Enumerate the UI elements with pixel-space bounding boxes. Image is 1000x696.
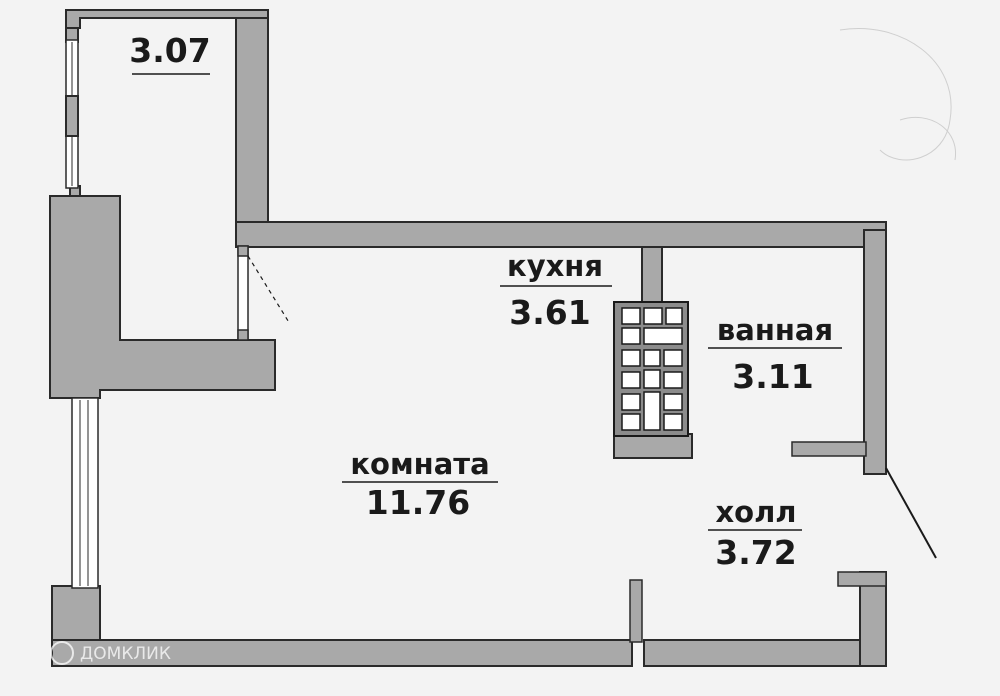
right-wall-cap xyxy=(837,571,887,587)
room-window xyxy=(71,397,99,589)
room-name: комната xyxy=(350,447,489,481)
right-wall-upper xyxy=(863,229,887,475)
watermark-logo-icon xyxy=(50,641,74,665)
watermark: ДОМКЛИК xyxy=(50,641,171,665)
bathroom-name: ванная xyxy=(717,313,833,347)
hall-name: холл xyxy=(715,495,796,529)
room-label: комната 11.76 xyxy=(342,447,498,522)
balcony-area: 3.07 xyxy=(129,31,210,70)
balcony-right-wall xyxy=(235,17,269,231)
walls xyxy=(49,9,887,667)
kitchen-label: кухня 3.61 xyxy=(500,249,612,332)
bath-bottom-right xyxy=(791,441,867,457)
bathroom-label: ванная 3.11 xyxy=(708,313,842,396)
left-pier xyxy=(49,195,276,399)
entrance-door xyxy=(885,467,937,559)
bath-left-wall xyxy=(641,246,663,308)
kitchen-stove-unit xyxy=(613,301,689,437)
hall-area: 3.72 xyxy=(715,533,796,572)
hall-label: холл 3.72 xyxy=(708,495,802,572)
kitchen-area: 3.61 xyxy=(509,293,590,332)
right-wall-lower xyxy=(859,571,887,667)
room-area: 11.76 xyxy=(366,483,470,522)
bathroom-area: 3.11 xyxy=(732,357,813,396)
hall-stub-left xyxy=(629,579,643,643)
bath-bottom-left xyxy=(613,433,693,459)
balcony-window xyxy=(65,39,79,189)
watermark-text: ДОМКЛИК xyxy=(80,644,171,664)
background-scribble xyxy=(839,28,956,161)
balcony-door xyxy=(237,245,291,341)
top-wall xyxy=(235,221,887,248)
bottom-wall-right xyxy=(643,639,887,667)
balcony-label: 3.07 xyxy=(129,31,211,75)
kitchen-name: кухня xyxy=(507,249,603,283)
